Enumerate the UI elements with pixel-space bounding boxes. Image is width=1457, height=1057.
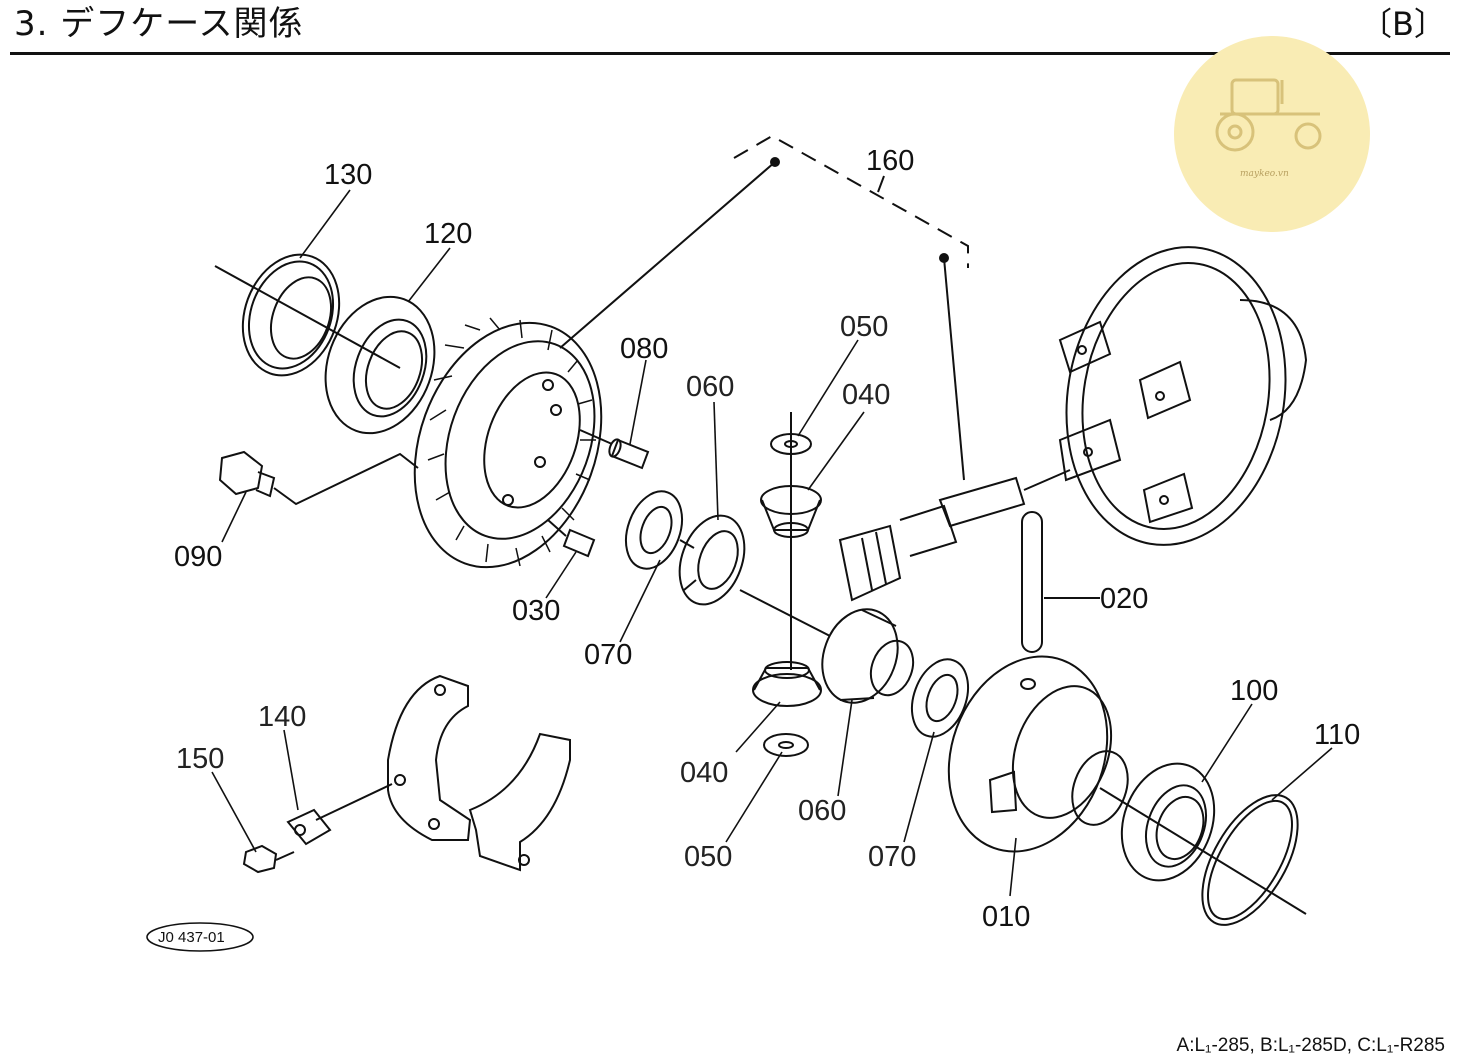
part-050-washer-lower xyxy=(763,733,809,757)
drawing-code-badge: J0 437-01 xyxy=(146,922,254,952)
label-050-upper: 050 xyxy=(840,311,888,343)
label-040-lower: 040 xyxy=(680,757,728,789)
label-010: 010 xyxy=(982,901,1030,933)
label-060-upper: 060 xyxy=(686,371,734,403)
label-130: 130 xyxy=(324,159,372,191)
label-100: 100 xyxy=(1230,675,1278,707)
part-090-bolt xyxy=(218,450,419,506)
drawing-code-text: J0 437-01 xyxy=(158,929,225,946)
bearing-caps xyxy=(387,674,571,872)
part-060-side-gear-lower xyxy=(739,589,915,704)
label-090: 090 xyxy=(174,541,222,573)
part-020-pinion-shaft xyxy=(1021,511,1100,653)
variant-badge: 〔B〕 xyxy=(1360,5,1446,43)
page-title: 3. デフケース関係 xyxy=(14,4,304,44)
part-110-snap-ring xyxy=(1201,794,1299,926)
differential-carrier-housing xyxy=(1058,246,1308,546)
part-050-washer xyxy=(770,412,812,670)
part-140-lock-plate xyxy=(286,783,393,846)
label-110: 110 xyxy=(1314,719,1360,751)
label-030: 030 xyxy=(512,595,560,627)
watermark-text: maykeo.vn xyxy=(1240,169,1289,179)
label-080: 080 xyxy=(620,333,668,365)
part-040-pinion-gear xyxy=(760,485,822,538)
tractor-icon xyxy=(1215,78,1322,152)
label-050-lower: 050 xyxy=(684,841,732,873)
part-labels: 130 120 090 080 030 070 060 050 040 160 … xyxy=(174,145,1360,933)
leader-lines xyxy=(211,189,1333,897)
part-120-bearing xyxy=(324,295,436,435)
part-160-drive-pinion-shaft xyxy=(838,469,1071,602)
label-120: 120 xyxy=(424,218,472,250)
ring-gear xyxy=(413,317,603,569)
label-150: 150 xyxy=(176,743,224,775)
part-030-pin xyxy=(547,519,596,558)
label-020: 020 xyxy=(1100,583,1148,615)
part-070-thrust-washer-lower xyxy=(910,658,970,738)
part-130-oil-seal xyxy=(214,253,401,377)
watermark-logo: maykeo.vn xyxy=(1174,36,1370,232)
model-applicability-note: A:L₁-285, B:L₁-285D, C:L₁-R285 xyxy=(1176,1035,1445,1056)
part-150-bolt xyxy=(242,844,295,874)
label-070-upper: 070 xyxy=(584,639,632,671)
part-040-pinion-gear-lower xyxy=(752,661,822,707)
part-060-side-gear xyxy=(678,514,746,606)
part-070-thrust-washer xyxy=(624,490,684,570)
label-060-lower: 060 xyxy=(798,795,846,827)
label-140: 140 xyxy=(258,701,306,733)
assembly-bracket-160 xyxy=(559,134,969,481)
label-040-upper: 040 xyxy=(842,379,890,411)
label-160: 160 xyxy=(866,145,914,177)
label-070-lower: 070 xyxy=(868,841,916,873)
part-100-bearing xyxy=(1120,762,1216,882)
part-080-pin xyxy=(579,429,650,470)
page-header: 3. デフケース関係 〔B〕 xyxy=(10,0,1450,55)
